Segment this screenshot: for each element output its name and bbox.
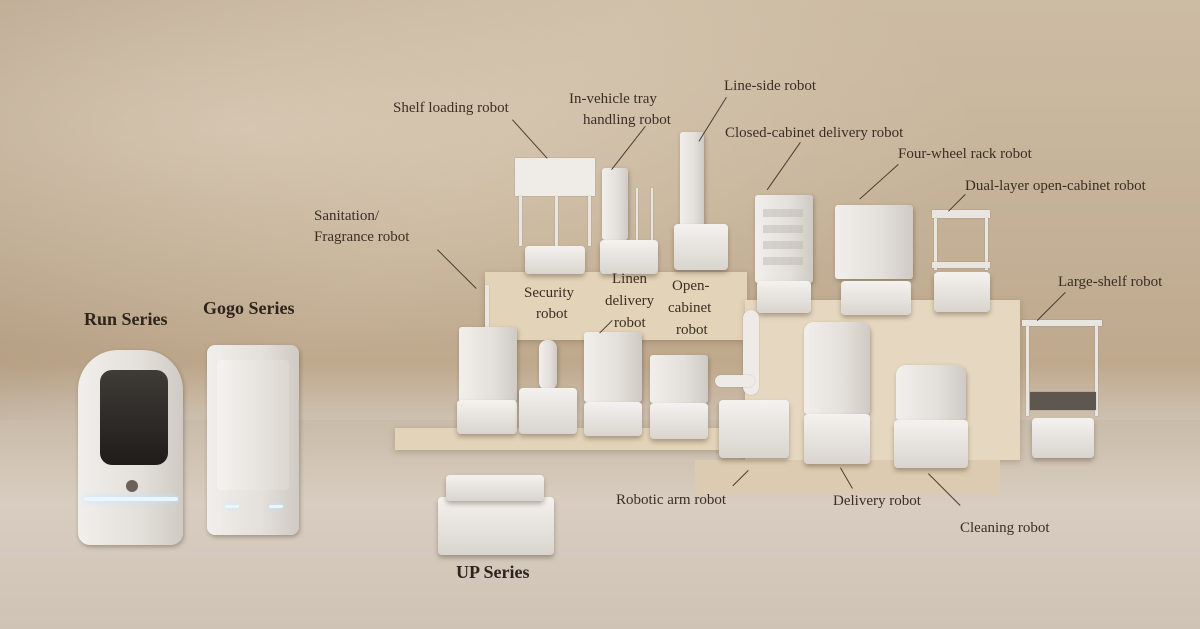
open-cabinet-robot: [648, 355, 710, 440]
line-side-label: Line-side robot: [724, 78, 817, 94]
linen-label-line1: Linen: [612, 271, 647, 287]
run-series-label: Run Series: [84, 309, 168, 329]
sanitation-label-line2: Fragrance robot: [314, 229, 410, 245]
dual-layer-label: Dual-layer open-cabinet robot: [965, 178, 1146, 194]
dual-layer-open-cabinet-robot: [932, 210, 992, 315]
run-series-robot: [78, 350, 183, 545]
open-cabinet-label-line3: robot: [676, 322, 708, 338]
cleaning-label: Cleaning robot: [960, 520, 1050, 536]
robotic-arm-robot: [715, 310, 793, 460]
open-cabinet-label-line2: cabinet: [668, 300, 712, 316]
four-wheel-rack-robot: [835, 205, 917, 317]
linen-delivery-robot: [582, 332, 644, 437]
shelf-loading-robot: [515, 158, 595, 276]
linen-label-line2: delivery: [605, 293, 655, 309]
up-series-robot: [438, 475, 554, 555]
sanitation-fragrance-robot: [455, 285, 520, 435]
up-series-label: UP Series: [456, 562, 530, 582]
line-side-robot: [672, 132, 730, 272]
robotic-arm-label: Robotic arm robot: [616, 492, 726, 508]
upper-right-platform: [745, 300, 1020, 460]
linen-label-line3: robot: [614, 315, 646, 331]
in-vehicle-tray-label-line1: In-vehicle tray: [569, 91, 657, 107]
open-cabinet-label-line1: Open-: [672, 278, 710, 294]
large-shelf-robot: [1022, 320, 1104, 460]
delivery-label: Delivery robot: [833, 493, 921, 509]
sanitation-label-line1: Sanitation/: [314, 208, 379, 224]
closed-cabinet-label: Closed-cabinet delivery robot: [725, 125, 904, 141]
shelf-loading-label: Shelf loading robot: [393, 100, 509, 116]
security-label-line1: Security: [524, 285, 574, 301]
four-wheel-rack-label: Four-wheel rack robot: [898, 146, 1032, 162]
in-vehicle-tray-robot: [596, 168, 666, 276]
security-robot: [517, 340, 579, 435]
robot-screen: [100, 370, 168, 465]
security-label-line2: robot: [536, 306, 568, 322]
gogo-series-robot: [207, 345, 299, 535]
delivery-robot: [802, 322, 872, 467]
cleaning-robot: [892, 365, 970, 470]
gogo-series-label: Gogo Series: [203, 298, 295, 318]
large-shelf-label: Large-shelf robot: [1058, 274, 1163, 290]
in-vehicle-tray-label-line2: handling robot: [583, 112, 671, 128]
upper-platform: [485, 272, 747, 340]
closed-cabinet-robot: [755, 195, 813, 315]
